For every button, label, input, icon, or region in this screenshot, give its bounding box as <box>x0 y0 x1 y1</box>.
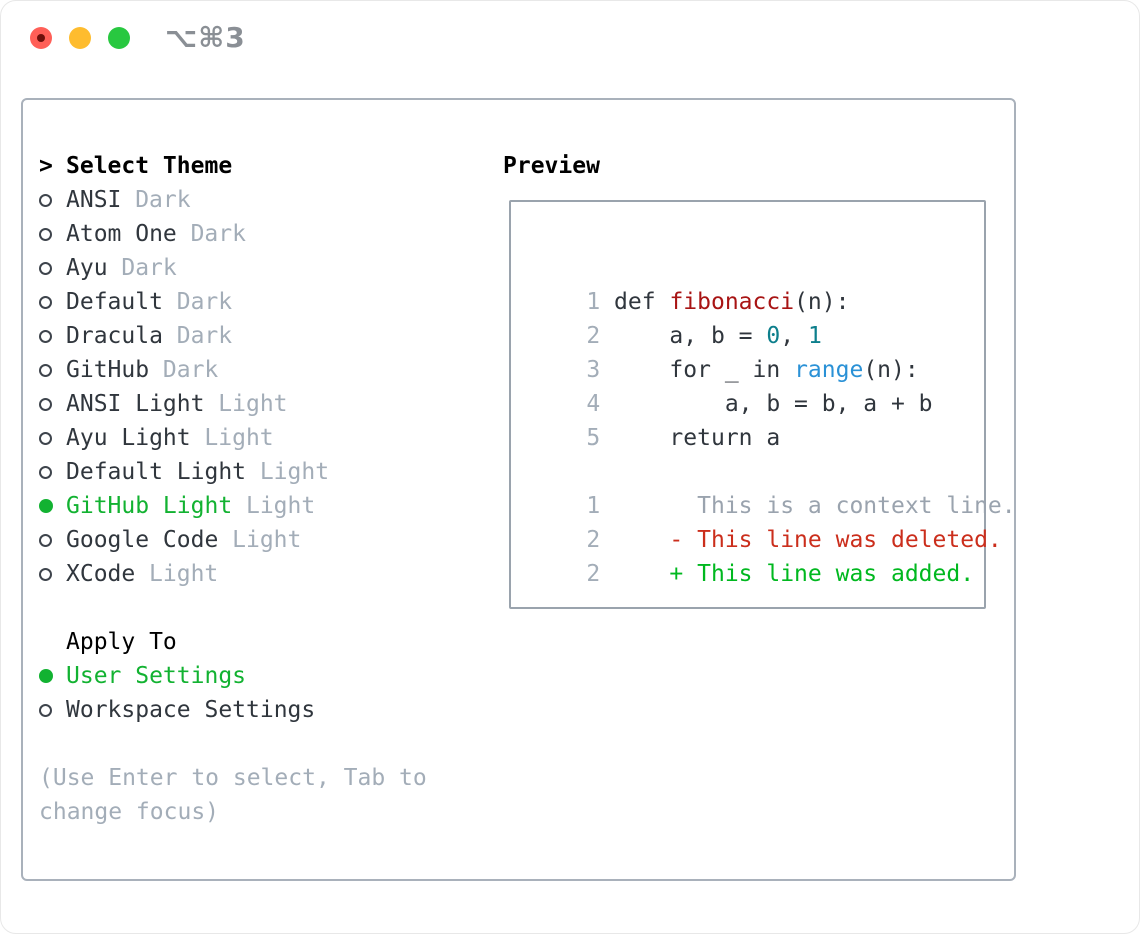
diff-added-line: 2 + This line was added. <box>586 561 975 587</box>
minimize-button[interactable] <box>69 27 91 49</box>
zoom-button[interactable] <box>108 27 130 49</box>
radio-icon <box>39 533 52 547</box>
window-shortcut-label: ⌥⌘3 <box>165 21 246 54</box>
theme-option-ansi-dark[interactable]: ANSI Dark <box>39 183 191 217</box>
radio-selected-icon <box>39 669 53 683</box>
line-number: 2 <box>586 527 601 553</box>
apply-option-workspace-settings[interactable]: Workspace Settings <box>39 693 315 727</box>
close-button[interactable] <box>30 27 52 49</box>
line-number: 3 <box>586 357 601 383</box>
radio-icon <box>39 261 52 275</box>
line-number: 2 <box>586 323 601 349</box>
radio-icon <box>39 329 52 343</box>
apply-to-title: Apply To <box>66 629 177 655</box>
apply-option-user-settings[interactable]: User Settings <box>39 659 246 693</box>
radio-icon <box>39 567 52 581</box>
select-theme-title: Select Theme <box>66 153 233 179</box>
apply-to-header: Apply To <box>39 625 177 659</box>
code-line-2: 2 a, b = 0, 1 <box>586 323 822 349</box>
radio-icon <box>39 431 52 445</box>
code-line-4: 4 a, b = b, a + b <box>586 391 933 417</box>
radio-icon <box>39 465 52 479</box>
radio-icon <box>39 397 52 411</box>
theme-option-ansi-light[interactable]: ANSI Light Light <box>39 387 288 421</box>
line-number: 4 <box>586 391 601 417</box>
select-theme-header: > Select Theme <box>39 149 232 183</box>
theme-option-ayu-light[interactable]: Ayu Light Light <box>39 421 274 455</box>
radio-icon <box>39 227 52 241</box>
theme-option-github-light-selected[interactable]: GitHub Light Light <box>39 489 315 523</box>
hint-text-line1: (Use Enter to select, Tab to <box>39 765 427 791</box>
preview-title: Preview <box>503 153 600 179</box>
radio-icon <box>39 703 52 717</box>
theme-option-github-dark[interactable]: GitHub Dark <box>39 353 218 387</box>
theme-option-google-code[interactable]: Google Code Light <box>39 523 301 557</box>
theme-option-atom-one-dark[interactable]: Atom One Dark <box>39 217 246 251</box>
preview-box <box>509 200 986 609</box>
radio-selected-icon <box>39 499 53 513</box>
line-number: 5 <box>586 425 601 451</box>
builtin-name-token: range <box>794 357 864 383</box>
theme-option-xcode[interactable]: XCode Light <box>39 557 218 591</box>
line-number: 1 <box>586 493 601 519</box>
function-name-token: fibonacci <box>669 289 795 315</box>
theme-option-dracula-dark[interactable]: Dracula Dark <box>39 319 232 353</box>
code-line-5: 5 return a <box>586 425 781 451</box>
radio-icon <box>39 363 52 377</box>
prompt-icon: > <box>39 153 53 179</box>
number-literal-token: 1 <box>807 323 822 349</box>
number-literal-token: 0 <box>766 323 781 349</box>
diff-deleted-line: 2 - This line was deleted. <box>586 527 1002 553</box>
radio-icon <box>39 295 52 309</box>
line-number: 2 <box>586 561 601 587</box>
hint-text-line2: change focus) <box>39 799 220 825</box>
code-line-3: 3 for _ in range(n): <box>586 357 919 383</box>
theme-option-default-light[interactable]: Default Light Light <box>39 455 329 489</box>
diff-context-line: 1 This is a context line. <box>586 493 1016 519</box>
line-number: 1 <box>586 289 601 315</box>
theme-option-ayu-dark[interactable]: Ayu Dark <box>39 251 177 285</box>
theme-option-default-dark[interactable]: Default Dark <box>39 285 232 319</box>
titlebar: ⌥⌘3 <box>1 1 1139 75</box>
radio-icon <box>39 193 52 207</box>
